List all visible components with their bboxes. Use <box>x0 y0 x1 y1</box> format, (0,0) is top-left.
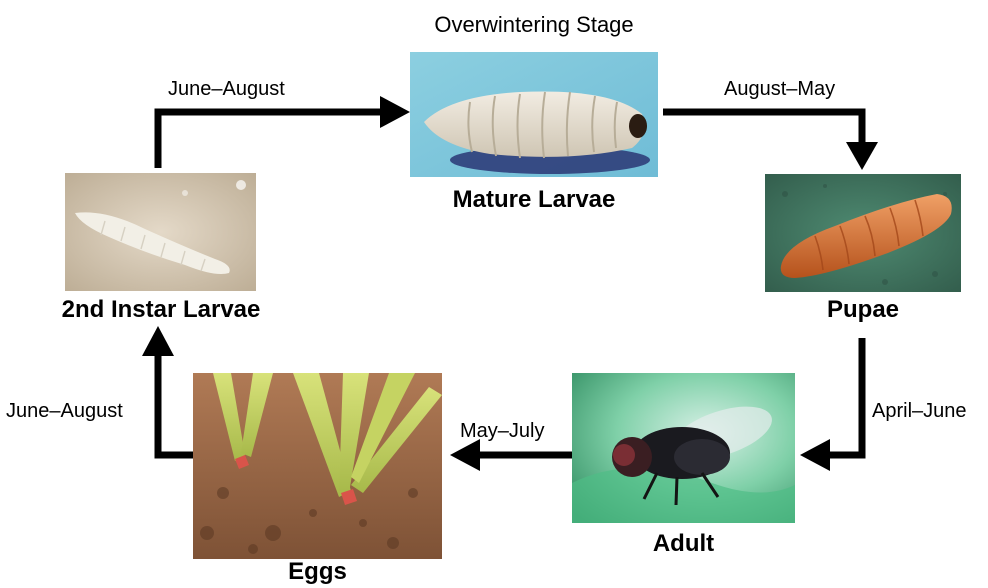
stage-label-mature-larvae: Mature Larvae <box>410 186 658 214</box>
transition-label-second-instar-to-mature: June–August <box>168 78 285 101</box>
arrow-eggs-to-second-instar <box>142 326 193 455</box>
transition-label-eggs-to-second-instar: June–August <box>6 400 123 423</box>
transition-label-pupae-to-adult: April–June <box>872 400 967 423</box>
stage-label-second-instar: 2nd Instar Larvae <box>30 296 292 324</box>
eggs-photo <box>193 373 442 559</box>
stage-label-adult: Adult <box>572 530 795 558</box>
stage-label-eggs: Eggs <box>193 558 442 586</box>
overwintering-note: Overwintering Stage <box>410 12 658 38</box>
arrow-adult-to-eggs <box>450 439 572 471</box>
stage-label-pupae: Pupae <box>765 296 961 324</box>
transition-label-adult-to-eggs: May–July <box>460 420 544 443</box>
arrow-second-instar-to-mature <box>158 96 410 168</box>
pupa-photo <box>765 174 961 292</box>
arrow-mature-to-pupae <box>663 112 878 170</box>
mature-larva-photo <box>410 52 658 177</box>
adult-fly-photo <box>572 373 795 523</box>
transition-label-mature-to-pupae: August–May <box>724 78 835 101</box>
second-instar-larva-photo <box>65 173 256 291</box>
arrow-pupae-to-adult <box>800 338 862 471</box>
